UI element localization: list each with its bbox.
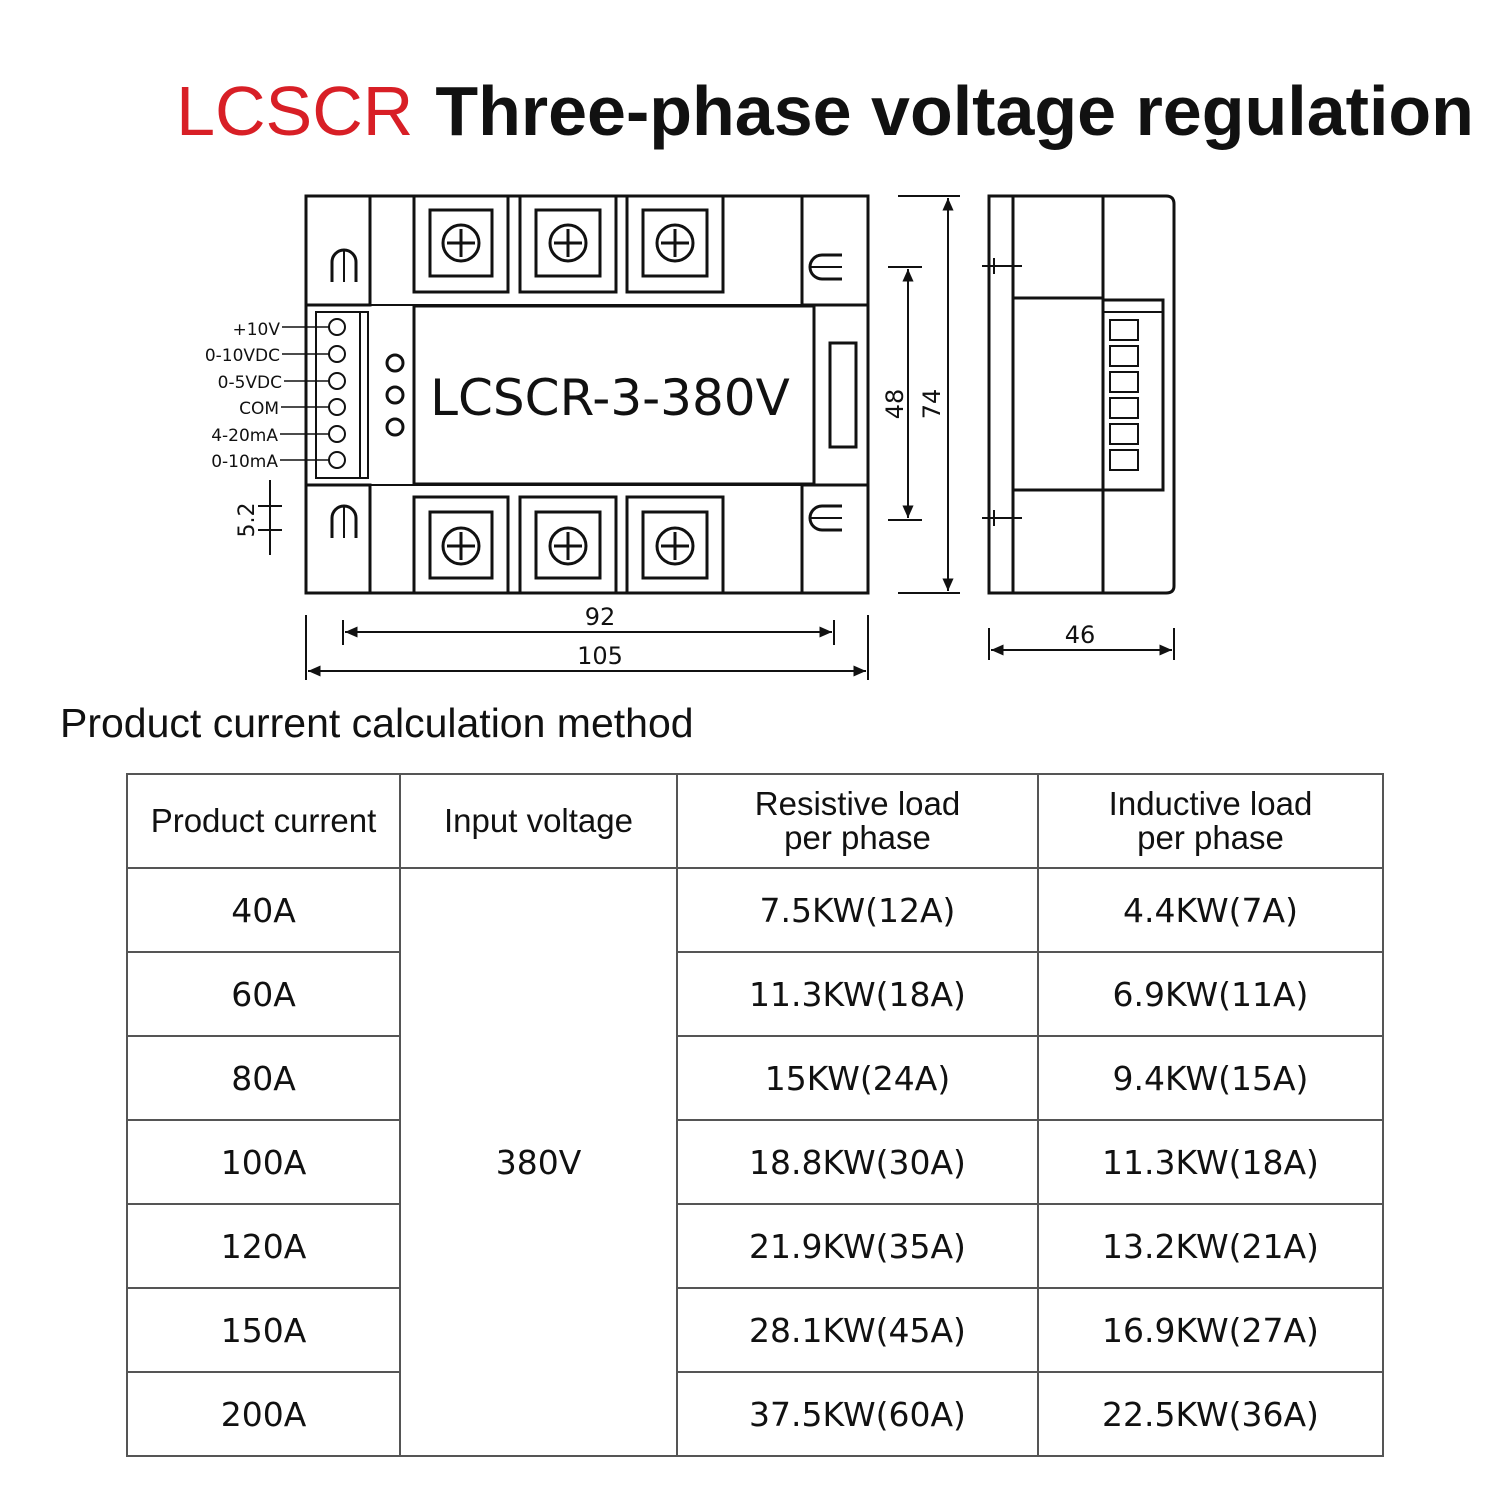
dimension-label-92: 92 [585,603,616,631]
table-row: 100A 18.8KW(30A) 11.3KW(18A) [126,1119,1384,1205]
table-row: 40A 380V 7.5KW(12A) 4.4KW(7A) [126,867,1384,1457]
dimension-74 [898,195,960,594]
table-row: 120A 21.9KW(35A) 13.2KW(21A) [126,1203,1384,1289]
header-inductive-load: Inductive load per phase [1037,773,1384,869]
table-header-row: Product current Input voltage Resistive … [126,773,1384,869]
dimension-92 [342,620,835,645]
dimension-5-2 [258,480,282,555]
cell-resistive-load: 28.1KW(45A) [676,1287,1039,1373]
terminal-label-0-10vdc: 0-10VDC [205,346,280,366]
dimension-diagram: LCSCR-3-380V +10V 0-10VDC 0-5VDC COM 4-2… [205,194,1176,680]
cell-resistive-load: 21.9KW(35A) [676,1203,1039,1289]
table-row: 80A 15KW(24A) 9.4KW(15A) [126,1035,1384,1121]
cell-product-current: 120A [126,1203,401,1289]
header-resistive-load: Resistive load per phase [676,773,1039,869]
dimension-105 [305,615,869,680]
cell-inductive-load: 9.4KW(15A) [1037,1035,1384,1121]
cell-resistive-load: 37.5KW(60A) [676,1371,1039,1457]
table-row: 60A 11.3KW(18A) 6.9KW(11A) [126,951,1384,1037]
mounting-hole-top-left [330,248,358,282]
cell-inductive-load: 11.3KW(18A) [1037,1119,1384,1205]
dimension-label-48: 48 [881,389,909,420]
cell-inductive-load: 22.5KW(36A) [1037,1371,1384,1457]
dimension-label-5-2: 5.2 [235,503,260,538]
header-input-voltage: Input voltage [399,773,678,869]
cell-resistive-load: 15KW(24A) [676,1035,1039,1121]
title-brand: LCSCR [176,72,414,150]
mounting-hole-top-right [808,253,842,281]
terminal-label-4-20ma: 4-20mA [211,426,278,446]
table-row: 150A 28.1KW(45A) 16.9KW(27A) [126,1287,1384,1373]
model-label-panel [412,304,816,486]
header-inductive-line2: per phase [1137,819,1284,856]
cell-inductive-load: 6.9KW(11A) [1037,951,1384,1037]
dimension-label-46: 46 [1065,621,1096,649]
cell-product-current: 80A [126,1035,401,1121]
mounting-hole-bottom-left [330,504,358,538]
cell-product-current: 40A [126,867,401,953]
indicator-window [828,341,858,449]
model-label: LCSCR-3-380V [430,369,790,427]
cell-resistive-load: 11.3KW(18A) [676,951,1039,1037]
power-terminals-bottom [412,495,725,595]
dimension-label-105: 105 [577,642,623,670]
header-inductive-line1: Inductive load [1108,785,1313,822]
control-terminal-block [280,311,405,479]
dimension-46 [988,628,1175,660]
terminal-label-0-10ma: 0-10mA [211,452,278,472]
cell-input-voltage: 380V [399,867,678,1457]
dimension-label-74: 74 [918,389,946,420]
side-view [982,194,1176,595]
current-table: Product current Input voltage Resistive … [126,773,1384,1457]
cell-resistive-load: 18.8KW(30A) [676,1119,1039,1205]
cell-product-current: 150A [126,1287,401,1373]
power-terminals-top [412,194,725,294]
header-resistive-line2: per phase [784,819,931,856]
cell-product-current: 100A [126,1119,401,1205]
header-product-current: Product current [126,773,401,869]
mounting-hole-bottom-right [808,504,842,532]
header-resistive-line1: Resistive load [754,785,961,822]
cell-resistive-load: 7.5KW(12A) [676,867,1039,953]
terminal-label-0-5vdc: 0-5VDC [218,373,282,393]
cell-inductive-load: 13.2KW(21A) [1037,1203,1384,1289]
cell-inductive-load: 16.9KW(27A) [1037,1287,1384,1373]
page-title: LCSCR Three-phase voltage regulation [0,68,1500,154]
section-title: Product current calculation method [60,700,694,746]
terminal-label-10v: +10V [232,320,280,340]
cell-product-current: 200A [126,1371,401,1457]
cell-product-current: 60A [126,951,401,1037]
cell-inductive-load: 4.4KW(7A) [1037,867,1384,953]
dimension-48 [888,266,922,521]
table-row: 200A 37.5KW(60A) 22.5KW(36A) [126,1371,1384,1457]
title-text: Three-phase voltage regulation [435,72,1474,150]
terminal-label-com: COM [239,399,279,419]
